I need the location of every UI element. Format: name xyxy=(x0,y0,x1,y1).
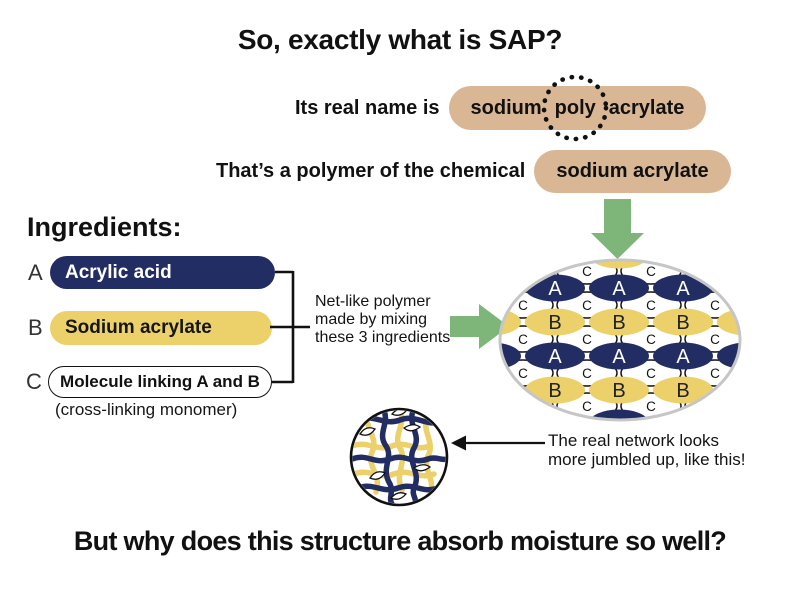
jumbled-strands-gold xyxy=(352,410,437,497)
svg-text:A: A xyxy=(612,278,626,300)
polymer-label: That’s a polymer of the chemical xyxy=(216,160,526,182)
svg-text:C: C xyxy=(582,264,592,279)
svg-text:C: C xyxy=(518,366,528,381)
ingredients-heading: Ingredients: xyxy=(27,212,182,242)
svg-text:A: A xyxy=(548,278,562,300)
svg-text:C: C xyxy=(454,298,464,313)
svg-text:C: C xyxy=(774,264,784,279)
ingredients-bracket xyxy=(270,270,310,384)
svg-text:C: C xyxy=(518,264,528,279)
svg-text:C: C xyxy=(710,264,720,279)
svg-text:B: B xyxy=(612,380,625,402)
sodium-acrylate-pill: sodium acrylate xyxy=(534,150,731,193)
real-name-row: Its real name is sodium poly acrylate xyxy=(295,74,707,142)
ingredient-key-b: B xyxy=(28,315,43,340)
svg-text:C: C xyxy=(774,332,784,347)
svg-text:C: C xyxy=(582,332,592,347)
sodium-acrylate-ingredient-pill: Sodium acrylate xyxy=(50,311,272,345)
pill-word-acrylate: acrylate xyxy=(608,96,685,119)
jumbled-network-circle xyxy=(349,407,449,507)
ingredient-key-a: A xyxy=(28,259,43,285)
svg-text:C: C xyxy=(646,366,656,381)
real-name-label: Its real name is xyxy=(295,96,440,119)
net-note-line3: these 3 ingredients xyxy=(315,329,451,346)
svg-text:C: C xyxy=(646,332,656,347)
pointer-arrow-icon xyxy=(451,435,545,451)
svg-text:C: C xyxy=(774,366,784,381)
net-note-line2: made by mixing xyxy=(315,311,428,328)
svg-text:A: A xyxy=(612,346,626,368)
svg-text:C: C xyxy=(646,264,656,279)
svg-text:C: C xyxy=(582,298,592,313)
svg-text:A: A xyxy=(548,346,562,368)
svg-text:B: B xyxy=(612,312,625,334)
svg-text:C: C xyxy=(518,298,528,313)
sodium-polyacrylate-pill: sodium poly acrylate xyxy=(448,74,707,142)
net-note-line1: Net-like polymer xyxy=(315,293,431,310)
pill-word-poly: poly xyxy=(554,96,596,119)
net-polymer-note: Net-like polymer made by mixing these 3 … xyxy=(315,293,450,347)
jumbled-crosslinkers xyxy=(359,410,432,500)
svg-text:A: A xyxy=(676,278,690,300)
bottom-question: But why does this structure absorb moist… xyxy=(73,526,727,556)
ingredient-row-a: A Acrylic acid xyxy=(28,256,275,289)
svg-text:C: C xyxy=(646,298,656,313)
svg-text:C: C xyxy=(646,399,656,414)
page-title: So, exactly what is SAP? xyxy=(237,24,563,55)
ingredient-key-c: C xyxy=(26,369,42,394)
jumbled-note-line2: more jumbled up, like this! xyxy=(548,450,746,469)
pill-word-poly-wrap: poly xyxy=(541,74,609,142)
svg-text:B: B xyxy=(676,380,689,402)
jumbled-network-note: The real network looks more jumbled up, … xyxy=(548,431,745,469)
svg-text:C: C xyxy=(582,366,592,381)
svg-text:C: C xyxy=(454,366,464,381)
down-arrow-icon xyxy=(591,199,644,259)
svg-text:C: C xyxy=(518,332,528,347)
svg-text:A: A xyxy=(676,346,690,368)
svg-text:C: C xyxy=(774,399,784,414)
svg-text:C: C xyxy=(710,399,720,414)
acrylic-acid-pill: Acrylic acid xyxy=(50,256,275,289)
svg-text:C: C xyxy=(774,298,784,313)
svg-text:C: C xyxy=(582,399,592,414)
svg-text:C: C xyxy=(454,332,464,347)
svg-text:C: C xyxy=(518,399,528,414)
svg-text:C: C xyxy=(710,298,720,313)
jumbled-strands-navy xyxy=(352,410,446,504)
cross-linking-caption: (cross-linking monomer) xyxy=(55,400,238,419)
svg-text:C: C xyxy=(454,264,464,279)
right-arrow-icon xyxy=(450,304,509,349)
svg-text:B: B xyxy=(548,380,561,402)
svg-text:B: B xyxy=(548,312,561,334)
pill-word-sodium: sodium xyxy=(470,96,542,119)
ingredient-row-c: C Molecule linking A and B xyxy=(26,366,272,398)
polymer-row: That’s a polymer of the chemical sodium … xyxy=(216,150,731,193)
svg-text:C: C xyxy=(710,332,720,347)
sodium-acrylate-text: sodium acrylate xyxy=(556,160,709,182)
svg-text:C: C xyxy=(454,399,464,414)
linking-molecule-pill: Molecule linking A and B xyxy=(48,366,272,398)
svg-text:C: C xyxy=(710,366,720,381)
ingredient-row-b: B Sodium acrylate xyxy=(28,311,272,345)
jumbled-note-line1: The real network looks xyxy=(548,431,720,450)
svg-text:B: B xyxy=(676,312,689,334)
